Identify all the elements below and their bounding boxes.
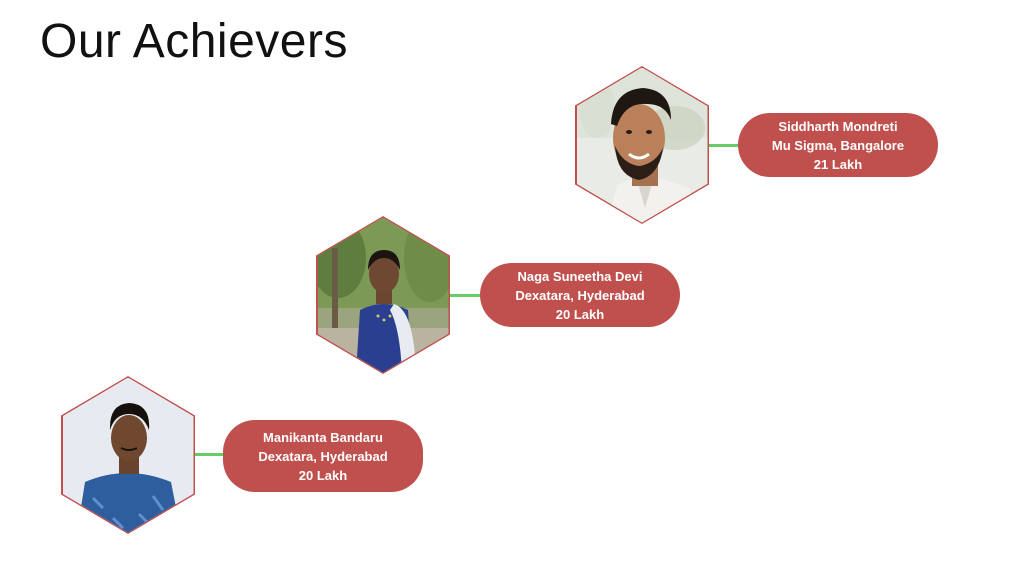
achiever-company: Dexatara, Hyderabad <box>258 448 388 464</box>
achiever-package: 21 Lakh <box>813 156 863 172</box>
achiever-name: Manikanta Bandaru <box>263 429 383 445</box>
achiever-package: 20 Lakh <box>298 467 348 483</box>
connector-line <box>450 294 482 297</box>
achiever-package: 20 Lakh <box>555 306 605 322</box>
achiever-info-badge: Naga Suneetha Devi Dexatara, Hyderabad 2… <box>480 263 680 327</box>
person-photo-icon <box>317 217 449 373</box>
achiever-photo-frame <box>316 216 450 374</box>
achiever-info-badge: Siddharth Mondreti Mu Sigma, Bangalore 2… <box>738 113 938 177</box>
person-photo-icon <box>576 67 708 223</box>
achiever-company: Dexatara, Hyderabad <box>515 287 645 303</box>
person-photo-icon <box>62 377 194 533</box>
achiever-info-badge: Manikanta Bandaru Dexatara, Hyderabad 20… <box>223 420 423 492</box>
achiever-company: Mu Sigma, Bangalore <box>771 137 905 153</box>
achiever-name: Naga Suneetha Devi <box>517 268 643 284</box>
connector-line <box>195 453 225 456</box>
achiever-name: Siddharth Mondreti <box>778 118 898 134</box>
achiever-photo-frame <box>575 66 709 224</box>
connector-line <box>709 144 739 147</box>
slide-title: Our Achievers <box>40 15 348 68</box>
achiever-photo-frame <box>61 376 195 534</box>
